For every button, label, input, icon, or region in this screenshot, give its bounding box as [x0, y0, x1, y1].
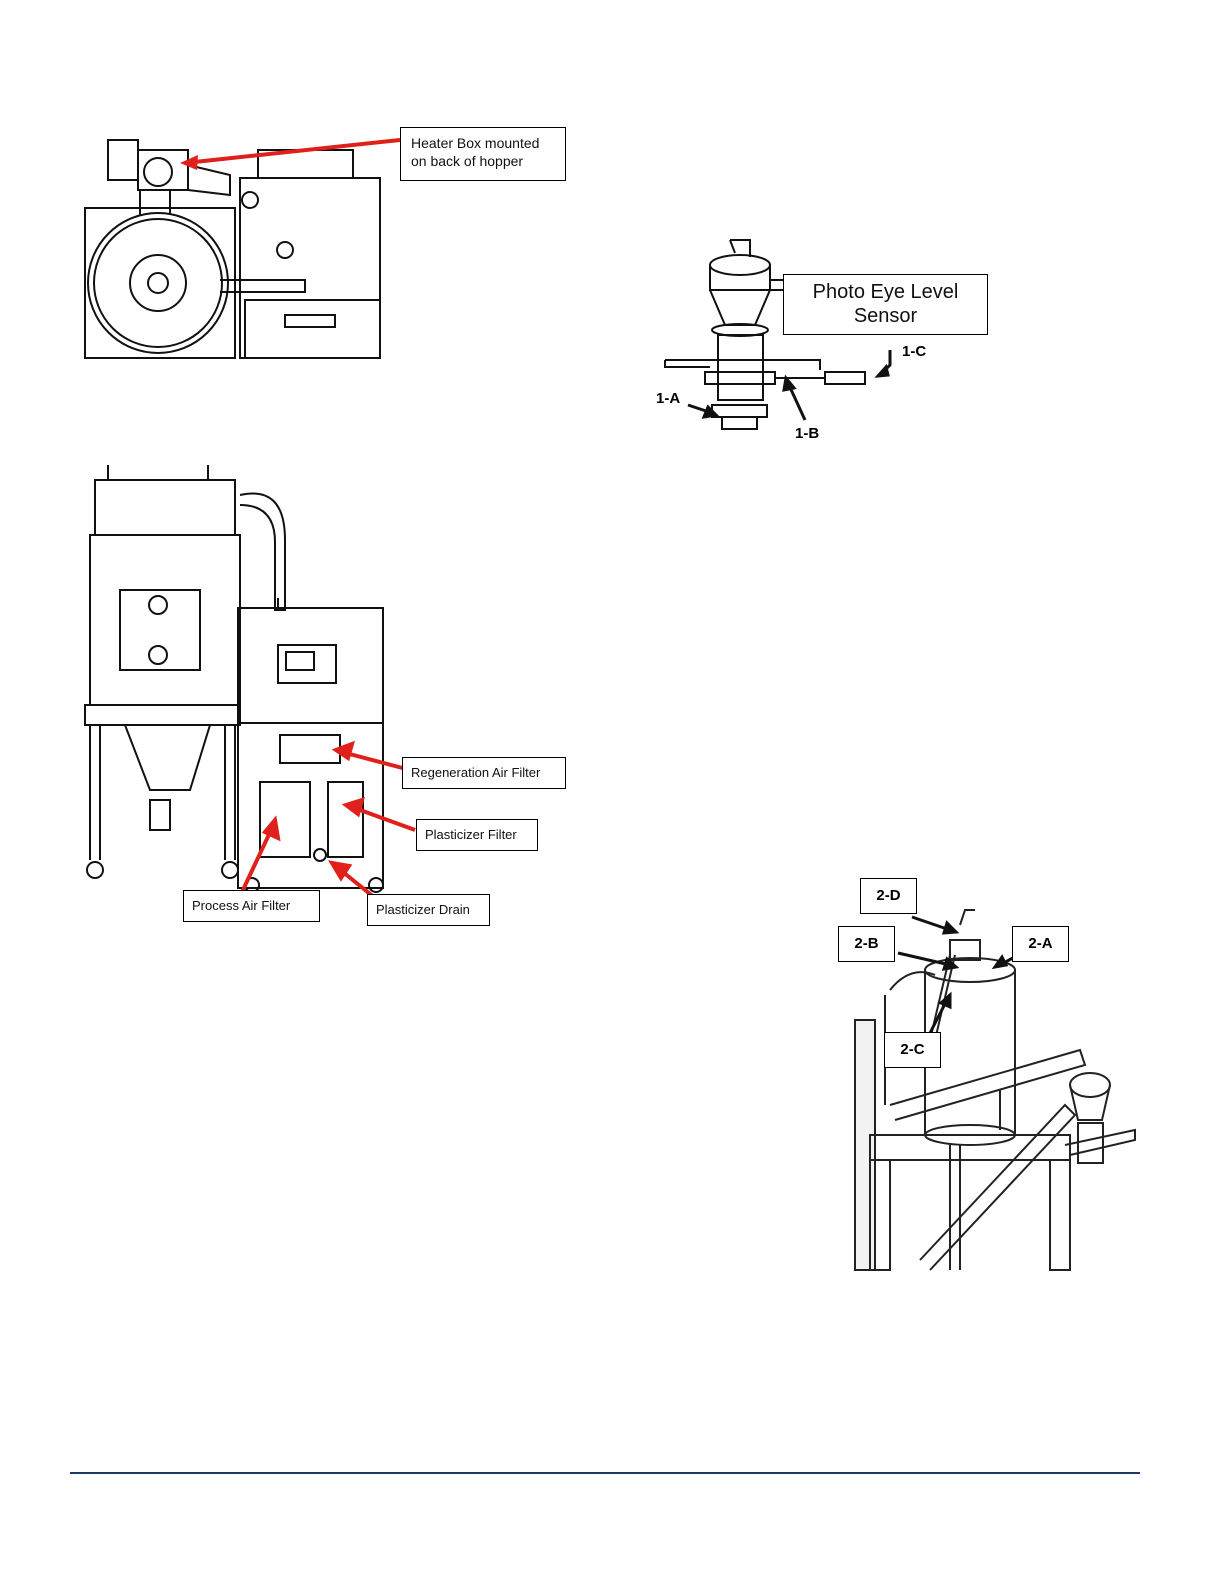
- regeneration-filter-callout: Regeneration Air Filter: [402, 757, 566, 789]
- tag-2a: 2-A: [1012, 926, 1069, 962]
- footer-rule: [70, 1472, 1140, 1474]
- tag-2b: 2-B: [838, 926, 895, 962]
- plasticizer-filter-text: Plasticizer Filter: [425, 827, 517, 842]
- plasticizer-filter-callout: Plasticizer Filter: [416, 819, 538, 851]
- tag-2d: 2-D: [860, 878, 917, 914]
- process-air-filter-text: Process Air Filter: [192, 898, 290, 913]
- tag-1a: 1-A: [656, 390, 680, 407]
- heater-box-callout: Heater Box mounted on back of hopper: [400, 127, 566, 181]
- tag-1c: 1-C: [902, 343, 926, 360]
- plasticizer-drain-text: Plasticizer Drain: [376, 902, 470, 917]
- heater-box-text: Heater Box mounted on back of hopper: [411, 135, 539, 169]
- loader-photo: [850, 905, 1150, 1275]
- photo-eye-text: Photo Eye Level Sensor: [813, 281, 959, 327]
- process-air-filter-callout: Process Air Filter: [183, 890, 320, 922]
- plasticizer-drain-callout: Plasticizer Drain: [367, 894, 490, 926]
- photo-eye-callout: Photo Eye Level Sensor: [783, 274, 988, 335]
- tag-1b: 1-B: [795, 425, 819, 442]
- filter-arrows: [80, 460, 580, 920]
- regeneration-filter-text: Regeneration Air Filter: [411, 765, 540, 780]
- tag-2c: 2-C: [884, 1032, 941, 1068]
- figure-filters: [80, 460, 580, 920]
- figure-loader-assembly: [850, 905, 1150, 1275]
